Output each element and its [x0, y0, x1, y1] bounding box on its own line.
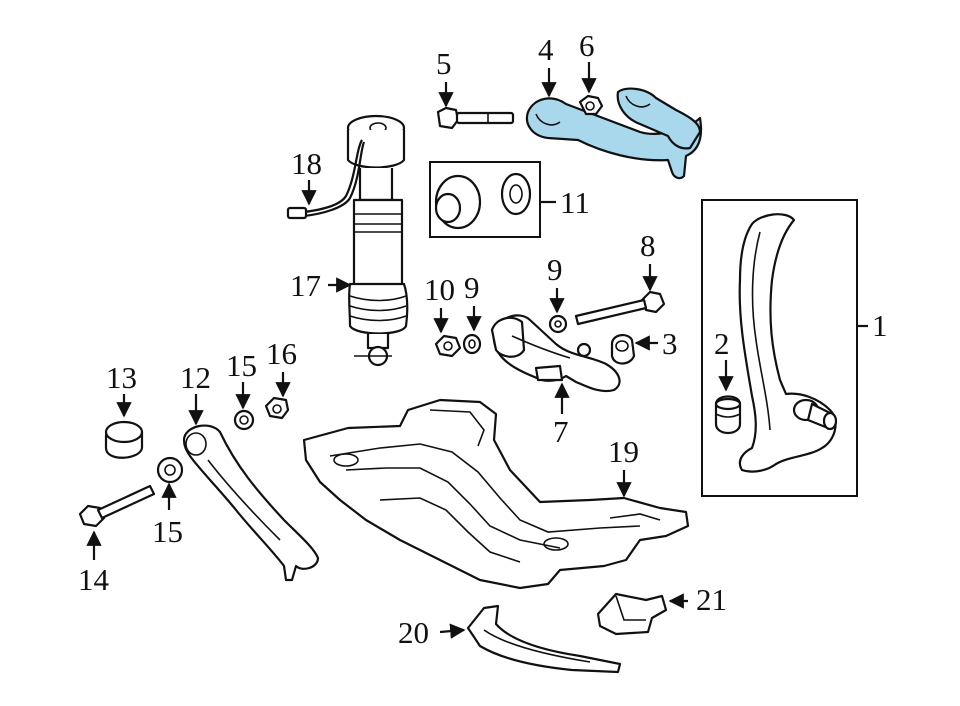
part-8-bolt[interactable]	[574, 290, 666, 326]
callout-14: 14	[78, 562, 110, 597]
part-3-bushing[interactable]	[610, 334, 636, 365]
callout-15-lower: 15	[152, 514, 183, 549]
part-12-tension-strut[interactable]	[182, 424, 320, 582]
callout-7: 7	[553, 414, 569, 449]
part-2-ball-joint[interactable]	[714, 395, 742, 435]
callout-15-upper: 15	[226, 348, 257, 383]
part-1-steering-knuckle[interactable]	[701, 199, 858, 497]
callout-17: 17	[290, 268, 321, 303]
part-14-bolt[interactable]	[78, 484, 156, 528]
callout-19: 19	[608, 434, 639, 469]
callout-6: 6	[579, 28, 595, 63]
part-17-air-strut[interactable]	[346, 114, 409, 367]
part-9-washer-right[interactable]	[548, 314, 568, 334]
callout-labels: 1 2 3 4 5 6 7 8 9 9 10 11 12 13 14 15 15…	[78, 28, 888, 650]
part-9-washer-left[interactable]	[462, 333, 482, 355]
callout-1: 1	[872, 308, 888, 343]
callout-20: 20	[398, 615, 429, 650]
part-21-bracket[interactable]	[596, 592, 668, 636]
callout-16: 16	[266, 336, 297, 371]
part-18-air-line[interactable]	[286, 139, 366, 220]
part-20-brace[interactable]	[466, 604, 622, 674]
part-19-subframe[interactable]	[302, 398, 690, 590]
part-13-bushing[interactable]	[104, 420, 144, 459]
part-6-nut[interactable]	[578, 94, 604, 116]
callout-12: 12	[180, 360, 211, 395]
callout-5: 5	[436, 46, 452, 81]
callout-4: 4	[538, 32, 554, 67]
callout-18: 18	[291, 146, 322, 181]
part-7-lower-control-arm[interactable]	[490, 314, 621, 393]
part-16-nut[interactable]	[264, 396, 290, 420]
part-11-bushing-kit[interactable]	[429, 161, 541, 238]
callout-9-right: 9	[547, 252, 563, 287]
callout-13: 13	[106, 360, 137, 395]
callout-3: 3	[662, 326, 678, 361]
part-15-washer-upper[interactable]	[233, 409, 255, 431]
part-10-nut[interactable]	[434, 334, 462, 358]
part-15-washer-lower[interactable]	[156, 456, 184, 484]
part-4-upper-control-arm[interactable]	[525, 87, 703, 180]
leader-lines	[86, 62, 868, 639]
callout-21: 21	[696, 582, 727, 617]
part-5-bolt[interactable]	[436, 106, 515, 130]
callout-10: 10	[424, 272, 455, 307]
callout-9-left: 9	[464, 270, 480, 305]
callout-8: 8	[640, 228, 656, 263]
callout-11: 11	[560, 185, 590, 220]
callout-2: 2	[714, 326, 730, 361]
